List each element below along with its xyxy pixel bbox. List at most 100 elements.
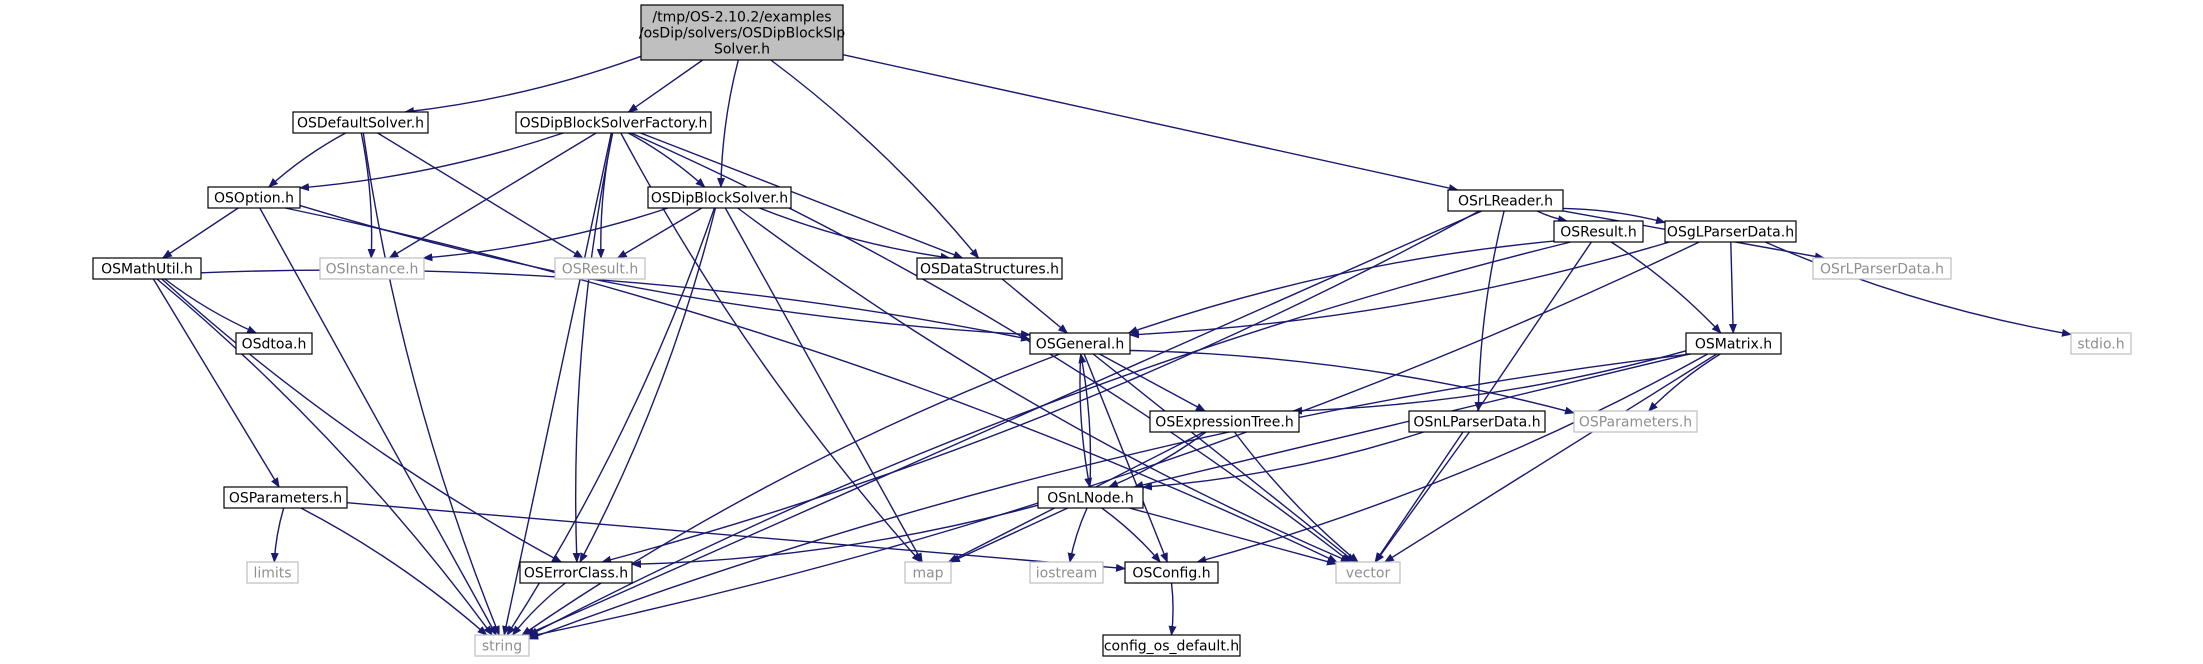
node-osnlnode[interactable]: OSnLNode.h [1037, 486, 1144, 509]
node-osrlreader[interactable]: OSrLReader.h [1447, 189, 1564, 212]
edge-osoption-to-osgeneral [299, 204, 1031, 339]
edge-osresult-to-string [528, 241, 1571, 636]
node-box-osresult [1553, 220, 1644, 243]
node-box-osparameters [223, 486, 348, 509]
node-box-oserrorclass [519, 561, 633, 584]
node-osgeneral[interactable]: OSGeneral.h [1029, 332, 1131, 355]
node-label-osnlnode: OSnLNode.h [1047, 491, 1133, 507]
node-box-osrlreader [1447, 189, 1564, 212]
edge-osdipblocksolverfactory-to-string [502, 132, 612, 636]
node-root[interactable]: /tmp/OS-2.10.2/examples/osDip/solvers/OS… [639, 4, 845, 61]
edge-osdefaultsolver-to-osresult_ext [377, 132, 584, 259]
edge-osnlnode-to-iostream [1067, 507, 1088, 563]
node-osnlparserdata[interactable]: OSnLParserData.h [1408, 410, 1546, 433]
edge-root-to-osdatastructures [770, 59, 980, 259]
node-iostream: iostream [1029, 561, 1104, 584]
node-label-osrlparserdata: OSrLParserData.h [1820, 262, 1944, 278]
node-label-osnlparserdata: OSnLParserData.h [1413, 415, 1540, 431]
edge-root-to-osdipblocksolver [717, 59, 739, 188]
edge-osdefaultsolver-to-string [362, 132, 500, 636]
node-vector: vector [1335, 561, 1401, 584]
node-box-map [904, 561, 952, 584]
node-osresult[interactable]: OSResult.h [1553, 220, 1644, 243]
node-box-osglparserdata [1664, 220, 1797, 243]
node-configosdefault[interactable]: config_os_default.h [1102, 634, 1241, 657]
node-osdtoa[interactable]: OSdtoa.h [235, 332, 313, 355]
node-label-vector: vector [1346, 566, 1391, 582]
node-label-iostream: iostream [1036, 566, 1098, 582]
node-label-osdipblocksolver: OSDipBlockSolver.h [651, 191, 788, 207]
node-osdefaultsolver[interactable]: OSDefaultSolver.h [292, 111, 429, 134]
node-layer: /tmp/OS-2.10.2/examples/osDip/solvers/OS… [92, 4, 2132, 657]
edge-osdipblocksolverfactory-to-osinstance [388, 132, 597, 259]
node-label-osdefaultsolver: OSDefaultSolver.h [297, 116, 424, 132]
node-osdatastructures[interactable]: OSDataStructures.h [916, 257, 1063, 280]
node-osmatrix[interactable]: OSMatrix.h [1685, 332, 1782, 355]
node-box-osrlparserdata [1812, 257, 1952, 280]
edge-osmathutil-to-osparameters [152, 278, 280, 488]
node-box-osdipblocksolverfactory [515, 111, 712, 134]
node-oserrorclass[interactable]: OSErrorClass.h [519, 561, 633, 584]
node-osdipblocksolverfactory[interactable]: OSDipBlockSolverFactory.h [515, 111, 712, 134]
node-label-osparameters: OSParameters.h [229, 491, 342, 507]
node-box-osconfig [1124, 561, 1219, 584]
node-label-osmatrix: OSMatrix.h [1695, 337, 1772, 353]
edge-osmathutil-to-osdtoa [164, 278, 258, 334]
edge-osmatrix-to-vector [1383, 353, 1718, 563]
node-label-limits: limits [253, 566, 291, 582]
node-box-osoption [207, 186, 301, 209]
node-stdio: stdio.h [2070, 332, 2132, 355]
node-osparameters[interactable]: OSParameters.h [223, 486, 348, 509]
edge-osglparserdata-to-string [528, 241, 1700, 639]
node-label-osexpressiontree: OSExpressionTree.h [1155, 415, 1293, 431]
edge-osdipblocksolver-to-osdatastructures [759, 207, 951, 261]
node-label-map: map [912, 566, 943, 582]
edge-osgeneral-to-osparameters_ext [1129, 349, 1575, 415]
node-box-osresult_ext [554, 257, 646, 280]
node-label-root: Solver.h [714, 42, 770, 58]
node-osdipblocksolver[interactable]: OSDipBlockSolver.h [647, 186, 792, 209]
node-string: string [474, 634, 530, 657]
edge-osgeneral-to-osexpressiontree [1099, 353, 1206, 412]
node-osoption[interactable]: OSOption.h [207, 186, 301, 209]
node-box-osgeneral [1029, 332, 1131, 355]
edge-osresult-to-osmatrix [1610, 241, 1722, 334]
edge-osmatrix-to-osparameters_ext [1647, 353, 1721, 412]
node-osexpressiontree[interactable]: OSExpressionTree.h [1149, 410, 1300, 433]
node-label-osdtoa: OSdtoa.h [242, 337, 307, 353]
edge-osdatastructures-to-osgeneral [1001, 278, 1069, 334]
edge-osdipblocksolver-to-map [724, 207, 923, 563]
edge-osparameters-to-limits [270, 507, 285, 563]
node-osresult_ext: OSResult.h [554, 257, 646, 280]
edge-root-to-osdipblocksolverfactory [627, 59, 704, 113]
node-osmathutil[interactable]: OSMathUtil.h [92, 257, 202, 280]
node-label-osoption: OSOption.h [214, 191, 294, 207]
node-box-osinstance [319, 257, 425, 280]
node-label-osmathutil: OSMathUtil.h [101, 262, 193, 278]
edge-root-to-osdefaultsolver [404, 55, 642, 115]
node-box-osnlparserdata [1408, 410, 1546, 433]
node-box-iostream [1029, 561, 1104, 584]
edge-osdipblocksolverfactory-to-osdipblocksolver [627, 132, 706, 188]
node-box-limits [246, 561, 299, 584]
edge-osdefaultsolver-to-osinstance [360, 132, 376, 259]
node-box-string [474, 634, 530, 657]
node-box-osexpressiontree [1149, 410, 1300, 433]
edge-osresult-to-osgeneral [1127, 240, 1555, 334]
edge-osdipblocksolverfactory-to-osoption [299, 132, 564, 192]
node-label-root: /tmp/OS-2.10.2/examples [652, 10, 831, 26]
node-label-osconfig: OSConfig.h [1132, 566, 1210, 582]
node-box-stdio [2070, 332, 2132, 355]
edge-osoption-to-string [259, 207, 497, 636]
node-osglparserdata[interactable]: OSgLParserData.h [1664, 220, 1797, 243]
edge-osexpressiontree-to-osnlnode [1108, 431, 1207, 488]
node-box-osmathutil [92, 257, 202, 280]
node-osconfig[interactable]: OSConfig.h [1124, 561, 1219, 584]
node-label-osresult_ext: OSResult.h [562, 262, 639, 278]
node-label-osdatastructures: OSDataStructures.h [920, 262, 1059, 278]
edge-osgeneral-to-string [521, 353, 1061, 636]
edge-osgeneral-to-osconfig [1083, 353, 1168, 563]
node-label-configosdefault: config_os_default.h [1104, 639, 1239, 655]
edge-osoption-to-osmathutil [161, 207, 239, 259]
